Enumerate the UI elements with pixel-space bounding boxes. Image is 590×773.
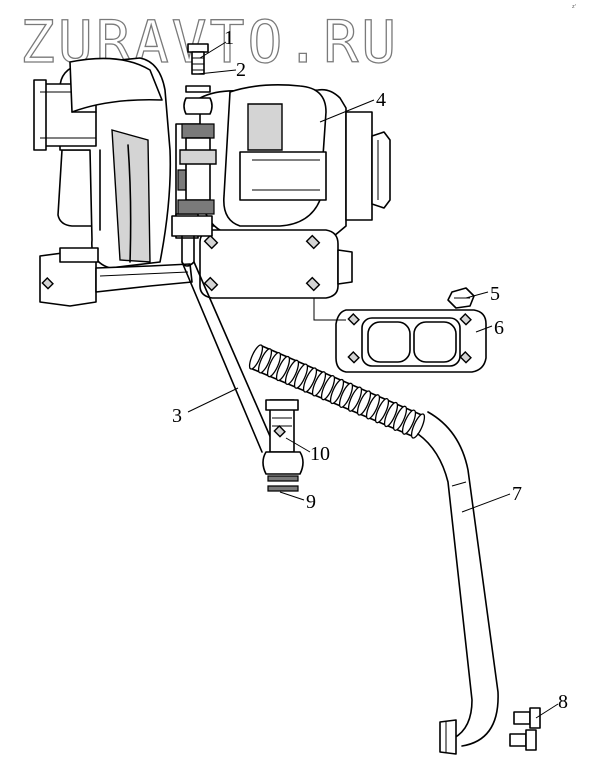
callout-10: 10 [310, 443, 330, 465]
hose-corrugation [356, 390, 372, 416]
hose-corrugation [329, 378, 345, 405]
hose-corrugation [266, 352, 282, 378]
exhaust-flange-gasket [313, 298, 487, 373]
hose-corrugation [365, 394, 381, 420]
oil-return-banjo-assembly [262, 399, 304, 492]
hose-corrugation [320, 375, 336, 401]
leader-lines [187, 41, 559, 719]
callout-9: 9 [306, 491, 316, 513]
callout-8: 8 [558, 691, 568, 713]
hose-corrugation [374, 398, 390, 424]
hose-corrugation [401, 409, 417, 435]
hose-corrugation [392, 405, 408, 431]
hose-corrugation [284, 359, 300, 385]
hose-corrugation [338, 382, 354, 408]
turbocharger [33, 57, 391, 307]
callout-7: 7 [512, 483, 522, 505]
callout-1: 1 [224, 27, 234, 49]
flange-nut [447, 287, 475, 309]
flange-bolts [509, 707, 541, 751]
hose-corrugation [275, 355, 291, 382]
callout-labels: 1 2 3 4 5 6 7 8 9 10 [172, 27, 568, 713]
hose-corrugation [257, 348, 273, 374]
hose-corrugation [410, 413, 426, 439]
hose-corrugation [248, 344, 264, 370]
callout-5: 5 [490, 283, 500, 305]
callout-3: 3 [172, 405, 182, 427]
hose-corrugation [302, 367, 318, 393]
callout-2: 2 [236, 59, 246, 81]
callout-4: 4 [376, 89, 386, 111]
callout-6: 6 [494, 317, 504, 339]
hose-corrugation [293, 363, 309, 389]
hose-corrugation [347, 386, 363, 412]
hose-corrugation [311, 371, 327, 397]
oil-inlet-bolt-assembly [171, 43, 217, 237]
hose-corrugation [383, 401, 399, 428]
oil-feed-line [181, 235, 277, 453]
corner-mark: z' [572, 4, 576, 10]
exhaust-downpipe [248, 344, 499, 755]
